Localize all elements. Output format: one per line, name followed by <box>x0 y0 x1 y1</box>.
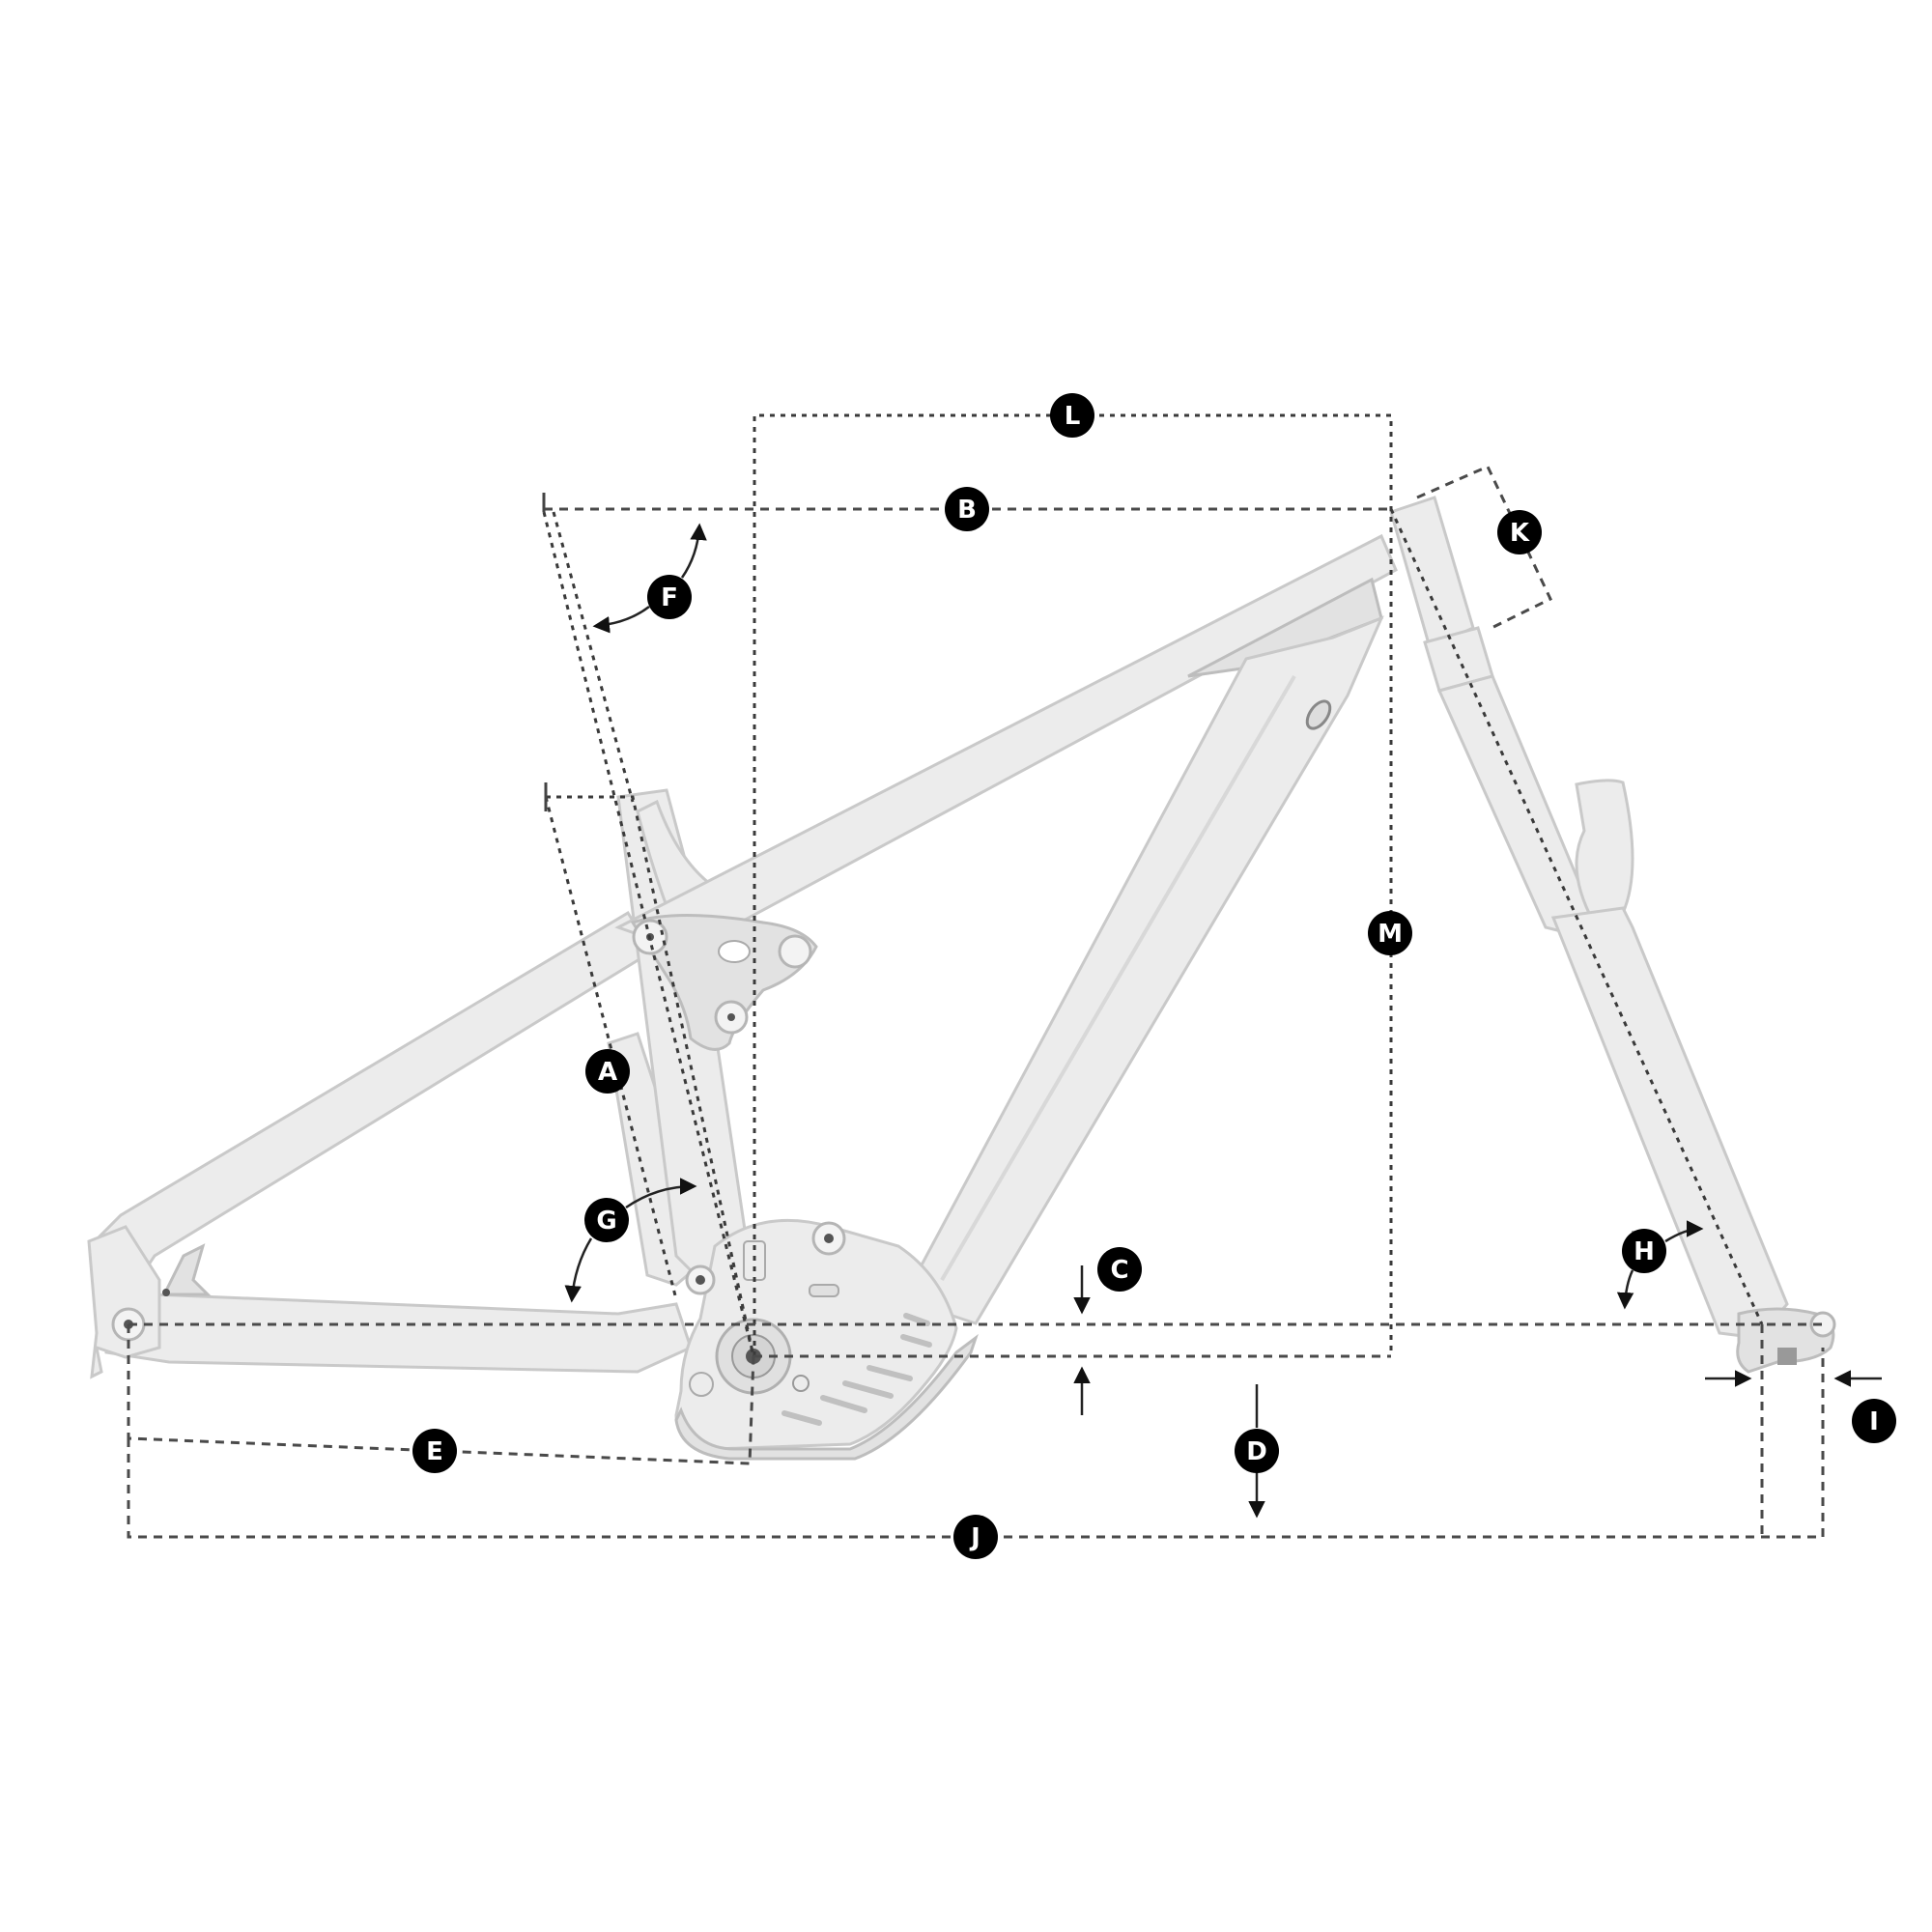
brake-mount-bolt <box>162 1289 170 1296</box>
badge-label-C: C <box>1110 1256 1128 1285</box>
badge-C: C <box>1097 1247 1142 1292</box>
badge-I: I <box>1852 1399 1896 1443</box>
rocker-shock-pivot <box>778 934 812 969</box>
badge-label-E: E <box>426 1437 443 1466</box>
badge-label-B: B <box>957 496 977 525</box>
motor-screw <box>792 1375 810 1392</box>
badge-label-J: J <box>969 1523 980 1552</box>
arrow-H-right <box>1664 1220 1704 1243</box>
badge-label-D: D <box>1246 1437 1267 1466</box>
badge-label-F: F <box>661 583 678 612</box>
rocker-cutout <box>718 940 751 963</box>
badge-L: L <box>1050 393 1094 438</box>
badge-label-G: G <box>596 1207 616 1236</box>
badge-M: M <box>1368 911 1412 955</box>
badge-label-K: K <box>1510 519 1530 548</box>
motor-vents <box>781 1313 932 1426</box>
motor-tab <box>809 1284 839 1297</box>
axle-lever <box>1777 1348 1797 1365</box>
lower-pivot-bolt <box>696 1275 705 1285</box>
dim-line-A-left <box>544 796 678 1300</box>
dim-line-L <box>753 413 1393 1356</box>
front-axle <box>1809 1311 1836 1338</box>
down-tube-seam <box>940 674 1296 1282</box>
seat-stay <box>89 910 655 1288</box>
arrow-F-up <box>680 523 707 579</box>
badge-label-I: I <box>1869 1407 1879 1436</box>
arrow-H-down <box>1616 1269 1634 1310</box>
badge-D: D <box>1235 1429 1279 1473</box>
rocker-stay-bolt <box>727 1013 735 1021</box>
rocker-link <box>630 914 818 1051</box>
fork-stanchion <box>1436 674 1596 934</box>
rear-dropout <box>87 1225 161 1379</box>
badge-label-M: M <box>1378 920 1403 949</box>
fork-arch <box>1575 779 1634 924</box>
badge-label-H: H <box>1634 1237 1655 1266</box>
badge-E: E <box>412 1429 457 1473</box>
arrow-F-left <box>592 606 650 634</box>
dimension-arrows <box>564 523 1882 1519</box>
dim-line-seat-angle-2 <box>552 511 635 803</box>
arrow-G-right <box>625 1178 697 1209</box>
motor-skid-plate <box>674 1333 979 1461</box>
badge-F: F <box>647 575 692 619</box>
cable-port <box>1305 699 1332 730</box>
dim-line-A <box>546 795 755 1357</box>
dim-line-seat-angle <box>542 511 755 1357</box>
head-tube <box>1389 496 1475 650</box>
badge-B: B <box>945 487 989 531</box>
badge-G: G <box>584 1198 629 1242</box>
motor-screw <box>689 1372 714 1397</box>
chain-stay <box>99 1293 693 1374</box>
badge-J: J <box>953 1515 998 1559</box>
badge-K: K <box>1497 510 1542 554</box>
bike-frame <box>87 496 1836 1461</box>
badge-label-L: L <box>1065 402 1081 431</box>
dim-line-K <box>1416 465 1552 632</box>
badge-H: H <box>1622 1229 1666 1273</box>
arrow-G-down <box>564 1237 593 1303</box>
fork-lower-leg <box>1550 906 1789 1340</box>
lower-link-bolt <box>824 1234 834 1243</box>
brake-mount <box>161 1243 212 1296</box>
badge-label-A: A <box>598 1058 617 1087</box>
dim-line-steering-axis <box>1389 508 1764 1325</box>
badge-A: A <box>585 1049 630 1094</box>
dim-line-J <box>127 1348 1825 1539</box>
dimension-lines <box>127 413 1825 1539</box>
